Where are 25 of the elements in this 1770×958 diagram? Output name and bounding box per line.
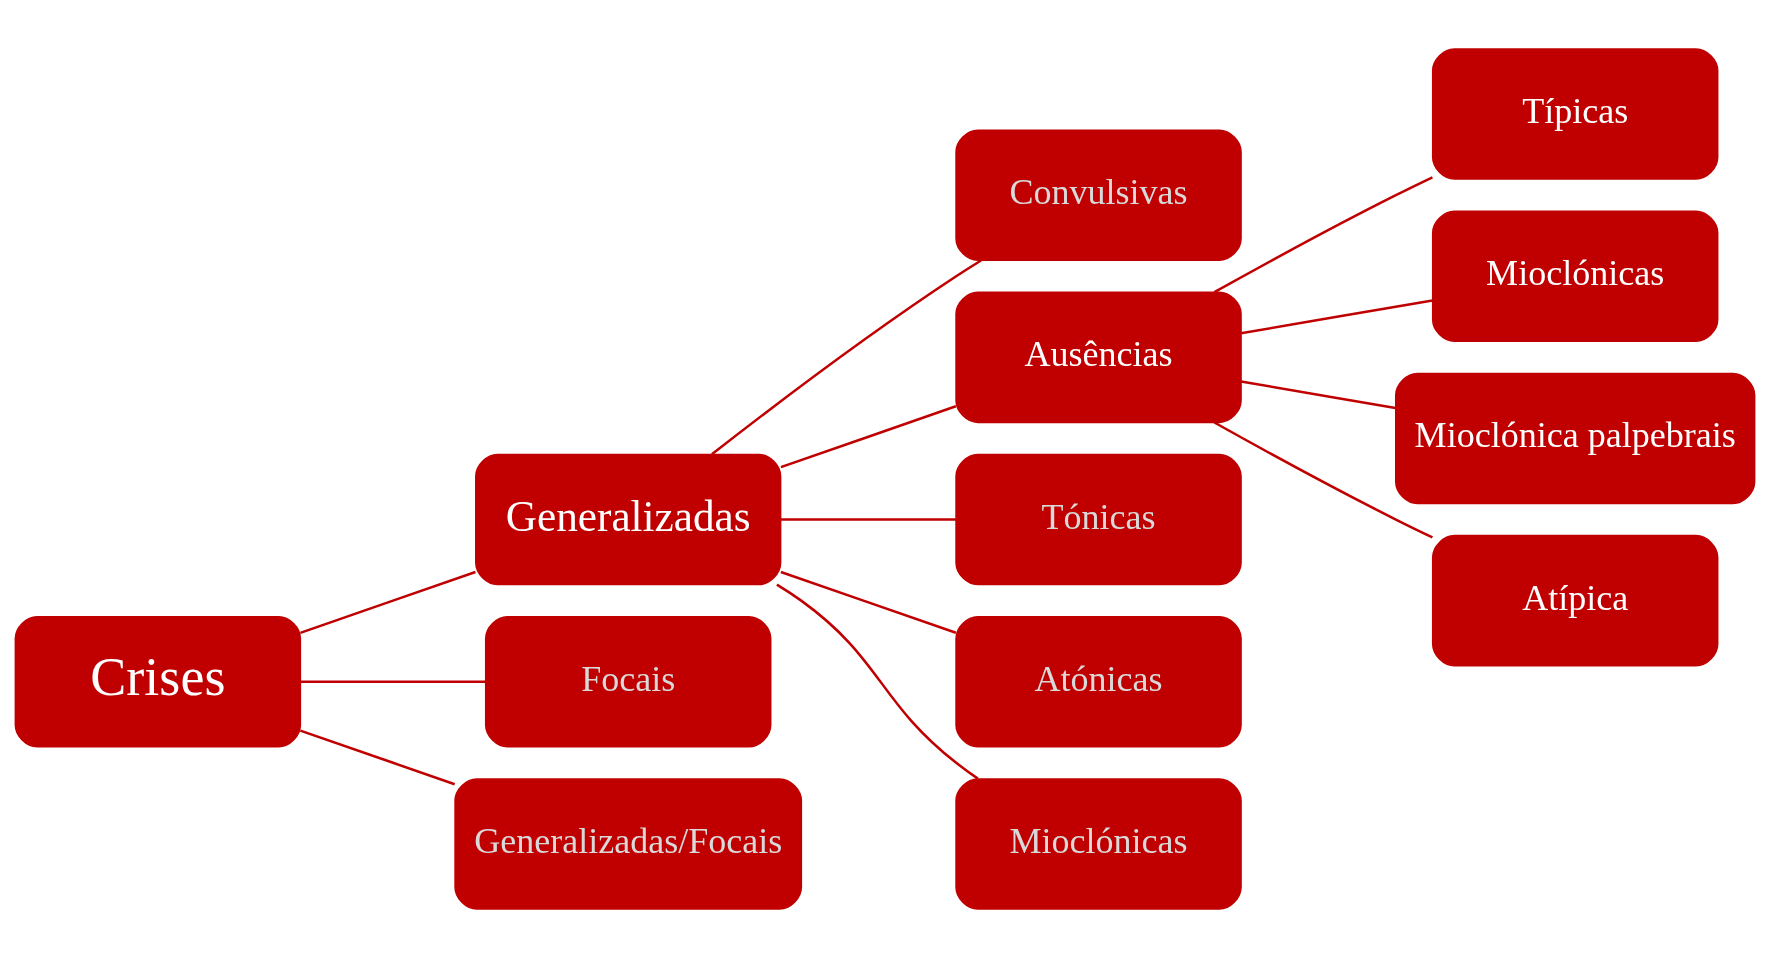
node-box: Ausências: [955, 291, 1242, 424]
node-box: Mioclónica palpebrais: [1395, 372, 1756, 505]
connector: [1213, 176, 1433, 294]
node-box: Generalizadas/Focais: [454, 778, 803, 910]
node-box: Mioclónicas: [955, 778, 1242, 910]
node-box: Típicas: [1431, 48, 1719, 180]
node-box: Focais: [484, 615, 772, 748]
node-box: Atónicas: [955, 615, 1242, 748]
connector: [299, 729, 456, 786]
node-box: Tónicas: [955, 453, 1242, 586]
connector: [776, 583, 979, 780]
node-box: Atípica: [1431, 534, 1719, 667]
node-box: Crises: [14, 615, 302, 748]
connector: [1240, 299, 1433, 335]
connector: [780, 570, 957, 634]
node-box: Generalizadas: [475, 453, 782, 586]
connector: [711, 259, 982, 456]
connector: [780, 518, 956, 521]
connector: [1213, 421, 1433, 539]
connector: [299, 570, 476, 635]
connector: [1240, 380, 1396, 410]
connector: [300, 680, 486, 683]
node-box: Mioclónicas: [1431, 210, 1719, 343]
connector: [780, 405, 957, 469]
node-box: Convulsivas: [955, 129, 1242, 261]
